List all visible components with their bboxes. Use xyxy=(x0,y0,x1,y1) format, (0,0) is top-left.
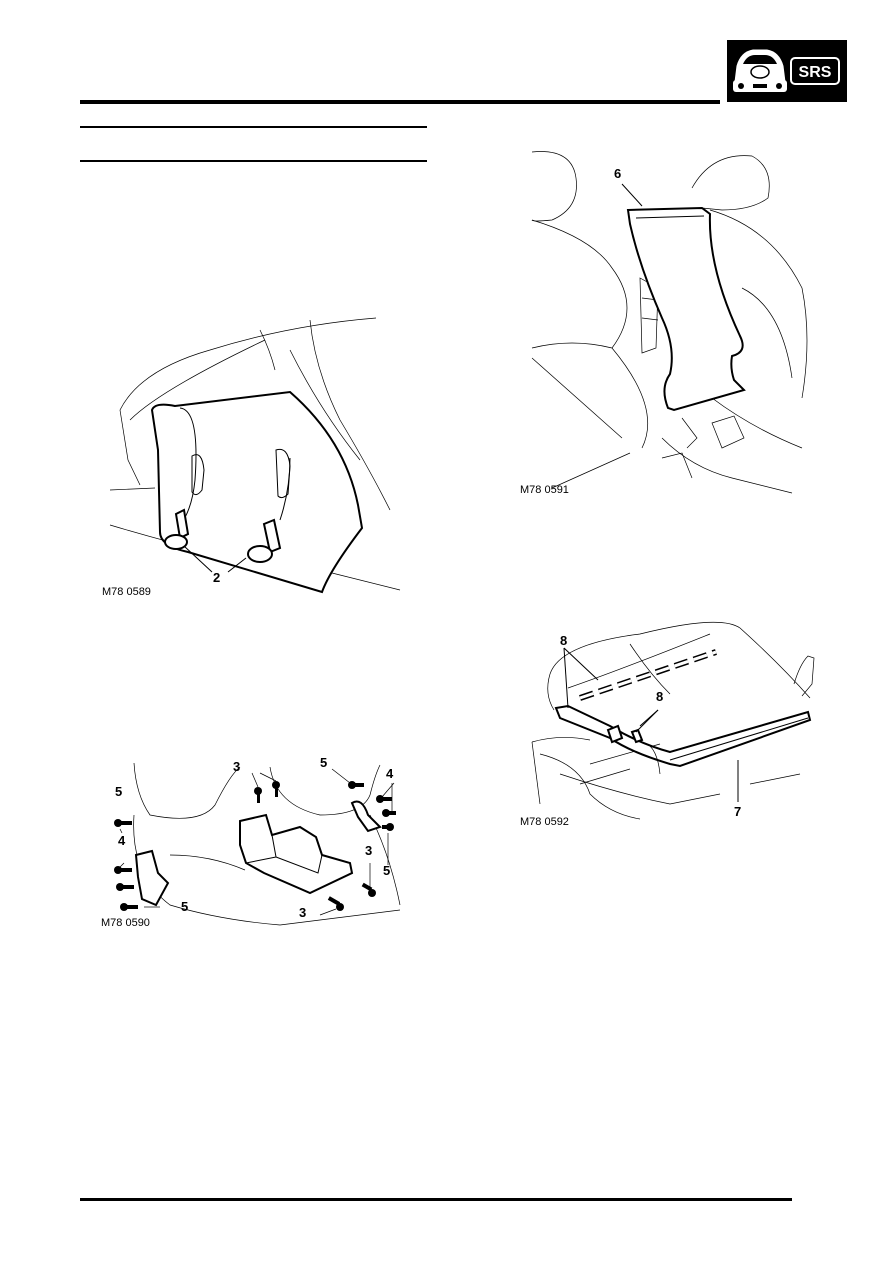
callout-3-bottom: 3 xyxy=(299,905,307,920)
callout-8-middle: 8 xyxy=(656,689,664,704)
callout-5-right: 5 xyxy=(383,863,391,878)
callout-6: 6 xyxy=(614,166,622,181)
callout-5-bottom-left: 5 xyxy=(181,899,189,914)
seat-back-cover-illustration xyxy=(531,151,808,494)
section-rule-bottom xyxy=(80,160,427,162)
figure-m78-0592: 8 8 7 M78 0592 xyxy=(520,614,820,829)
figure-m78-0591: 6 M78 0591 xyxy=(512,148,812,503)
seat-base-brackets-illustration xyxy=(114,762,401,926)
header-rule xyxy=(80,100,720,104)
figure-caption: M78 0590 xyxy=(101,917,150,929)
figure-caption: M78 0591 xyxy=(520,484,569,496)
footer-rule xyxy=(80,1198,792,1201)
callout-4-right: 4 xyxy=(386,766,394,781)
srs-badge-label: SRS xyxy=(799,64,832,81)
callout-2: 2 xyxy=(213,570,221,585)
seat-back-panel-illustration xyxy=(109,317,401,594)
callout-7: 7 xyxy=(734,804,742,819)
figure-caption: M78 0589 xyxy=(102,586,151,598)
seat-cushion-trim-illustration xyxy=(531,621,815,820)
callout-8-top: 8 xyxy=(560,633,568,648)
figure-caption: M78 0592 xyxy=(520,816,569,828)
figure-m78-0589: 2 M78 0589 xyxy=(100,310,410,610)
callout-5-top-left: 5 xyxy=(115,784,123,799)
section-rule-top xyxy=(80,126,427,128)
screw-right xyxy=(247,518,282,563)
screw-left xyxy=(164,508,190,550)
car-front-airbag-icon: SRS xyxy=(733,49,840,92)
srs-badge: SRS xyxy=(727,40,847,102)
callout-3-right: 3 xyxy=(365,843,373,858)
callout-4-left: 4 xyxy=(118,833,126,848)
callout-5-top-right: 5 xyxy=(320,755,328,770)
figure-m78-0590: 3 3 3 4 4 5 5 5 5 M78 0590 xyxy=(100,755,415,935)
callout-3-top: 3 xyxy=(233,759,241,774)
